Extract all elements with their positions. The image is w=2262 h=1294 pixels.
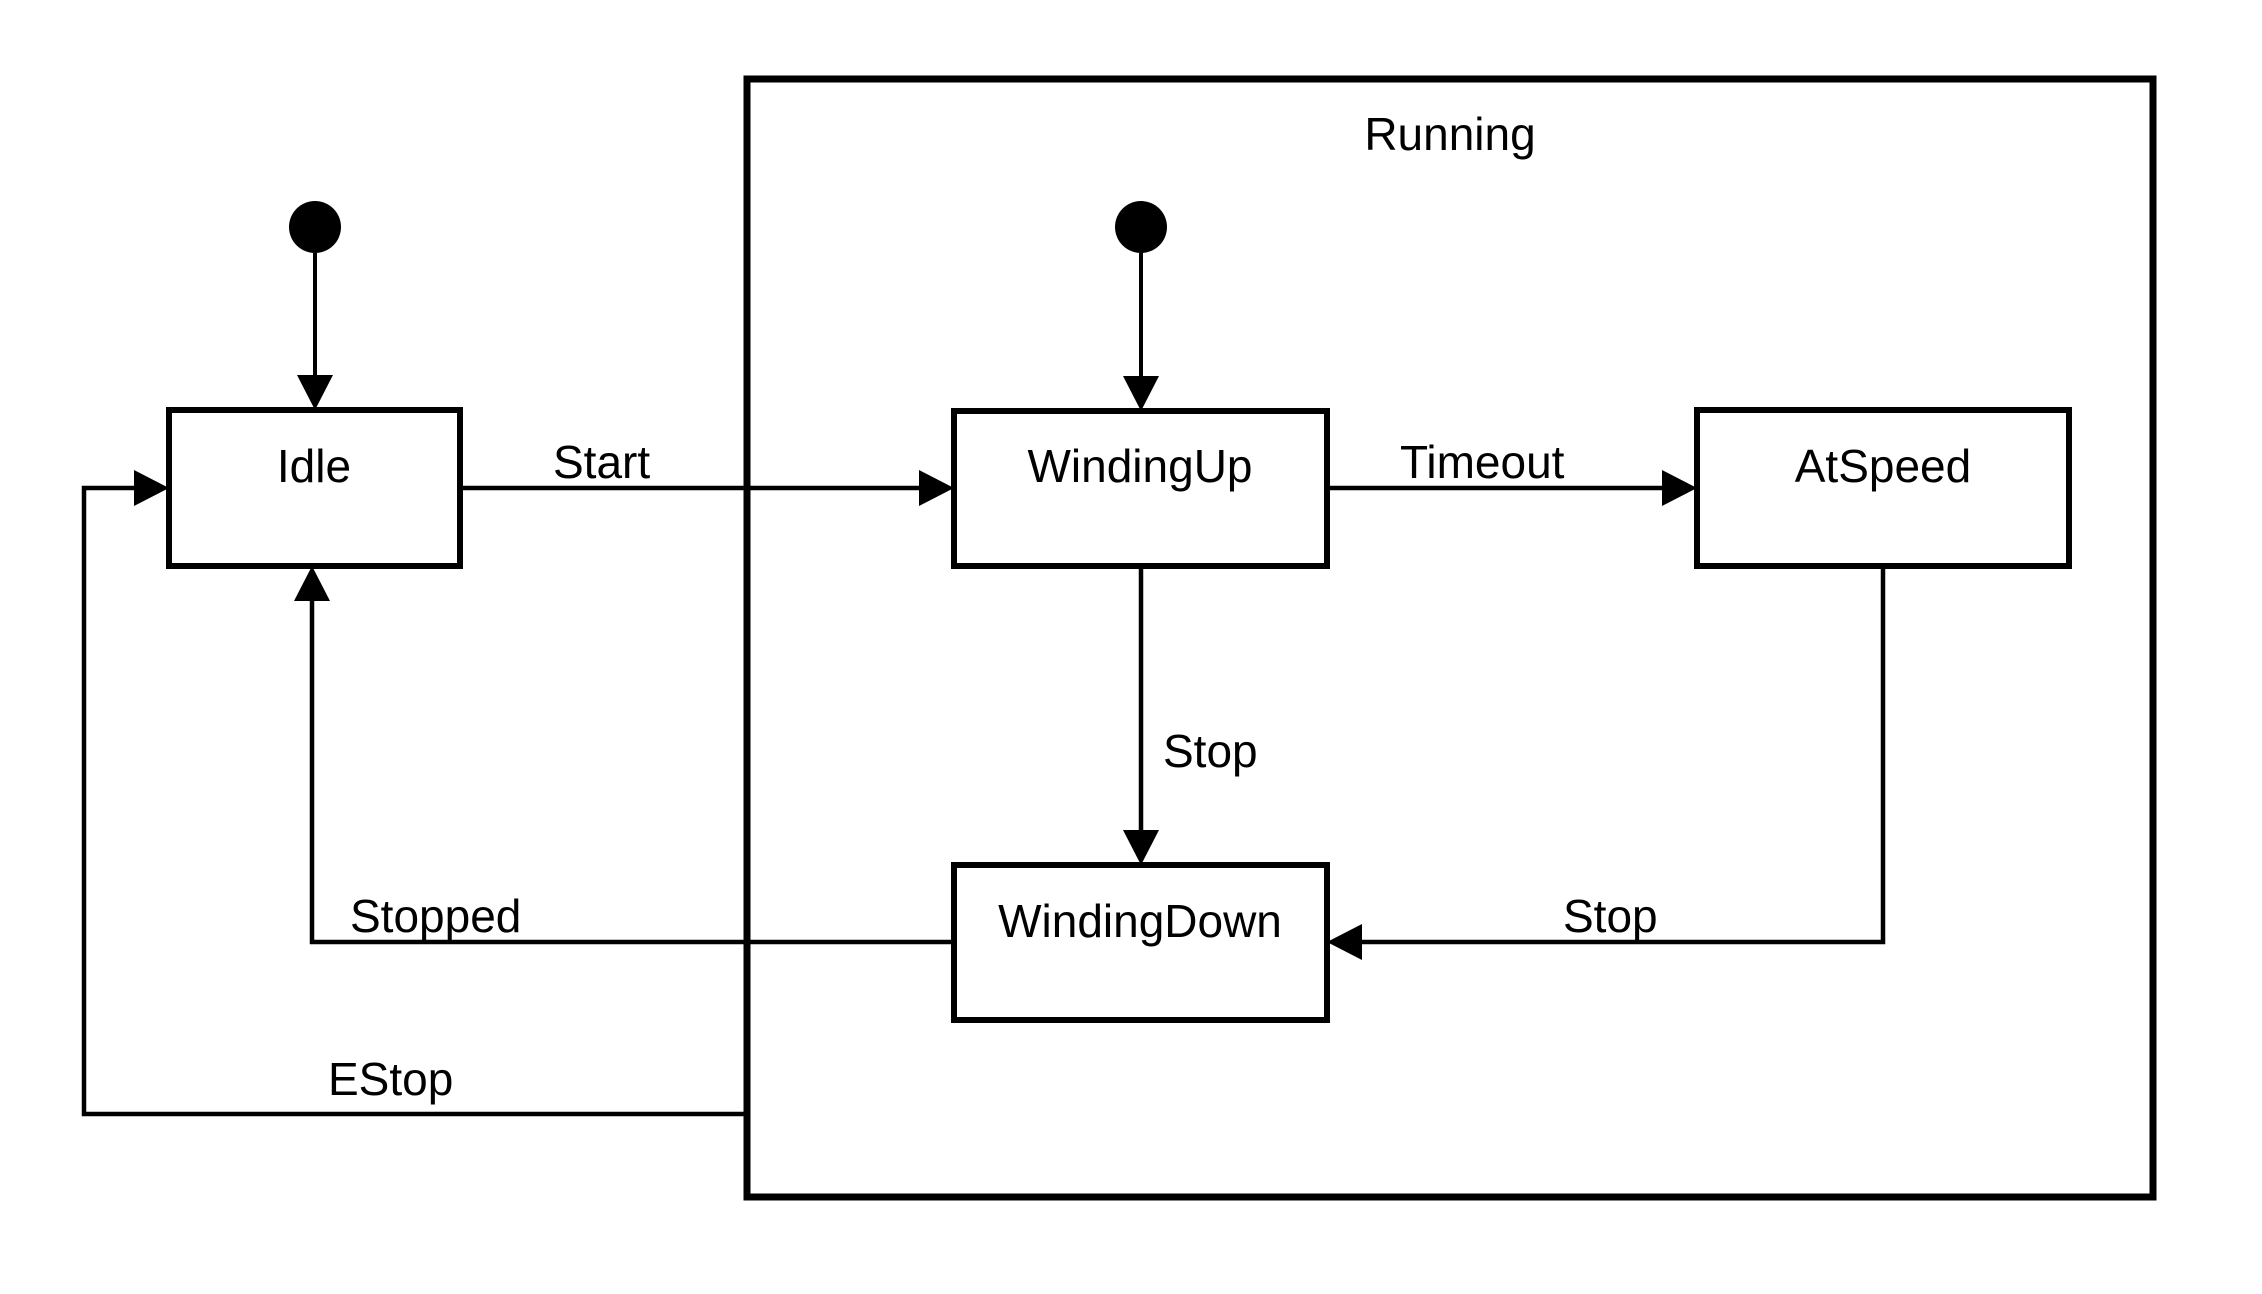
transition-stop-windingup[interactable] (1123, 566, 1159, 865)
transition-label-estop: EStop (328, 1053, 453, 1105)
transition-stop-atspeed[interactable] (1327, 566, 1886, 960)
state-windingup[interactable]: WindingUp (951, 408, 1330, 569)
state-windingdown-label: WindingDown (998, 895, 1282, 947)
transition-stopped[interactable] (294, 566, 954, 945)
transition-stop-windingup-arrowhead (1123, 830, 1159, 865)
transition-timeout-arrowhead (1662, 470, 1697, 506)
transition-stop-atspeed-arrowhead (1327, 924, 1362, 960)
initial-state-idle[interactable] (289, 201, 341, 410)
initial-state-circle-icon (1115, 201, 1167, 253)
composite-state-border (743, 75, 2157, 1201)
state-windingup-label: WindingUp (1028, 440, 1253, 492)
state-atspeed[interactable]: AtSpeed (1694, 407, 2072, 569)
initial-state-circle-icon (289, 201, 341, 253)
initial-state-windingup[interactable] (1115, 201, 1167, 411)
transition-start[interactable] (460, 470, 954, 506)
transition-label-start: Start (553, 436, 650, 488)
transition-stopped-line (309, 600, 954, 945)
transition-timeout[interactable] (1327, 470, 1697, 506)
state-windingdown-box (951, 862, 1330, 1023)
transition-estop-line (81, 485, 747, 1117)
state-windingdown[interactable]: WindingDown (951, 862, 1330, 1023)
transition-estop[interactable] (81, 470, 747, 1117)
transition-stop-atspeed-line (1346, 566, 1886, 945)
state-windingup-box (951, 408, 1330, 569)
transition-start-arrowhead (919, 470, 954, 506)
composite-state-label: Running (1364, 108, 1535, 160)
transition-label-stop-windingup: Stop (1163, 725, 1258, 777)
state-idle-label: Idle (277, 440, 351, 492)
transition-label-stopped: Stopped (350, 890, 521, 942)
state-atspeed-box (1694, 407, 2072, 569)
state-idle-box (166, 407, 463, 569)
transition-stopped-arrowhead (294, 566, 330, 601)
initial-transition-idle-arrowhead (297, 375, 333, 410)
transition-label-timeout: Timeout (1400, 436, 1565, 488)
transition-estop-arrowhead (134, 470, 169, 506)
initial-transition-windingup-arrowhead (1123, 376, 1159, 411)
state-atspeed-label: AtSpeed (1795, 440, 1971, 492)
transition-label-stop-atspeed: Stop (1563, 890, 1658, 942)
state-idle[interactable]: Idle (166, 407, 463, 569)
composite-state-running[interactable]: Running (743, 75, 2157, 1201)
